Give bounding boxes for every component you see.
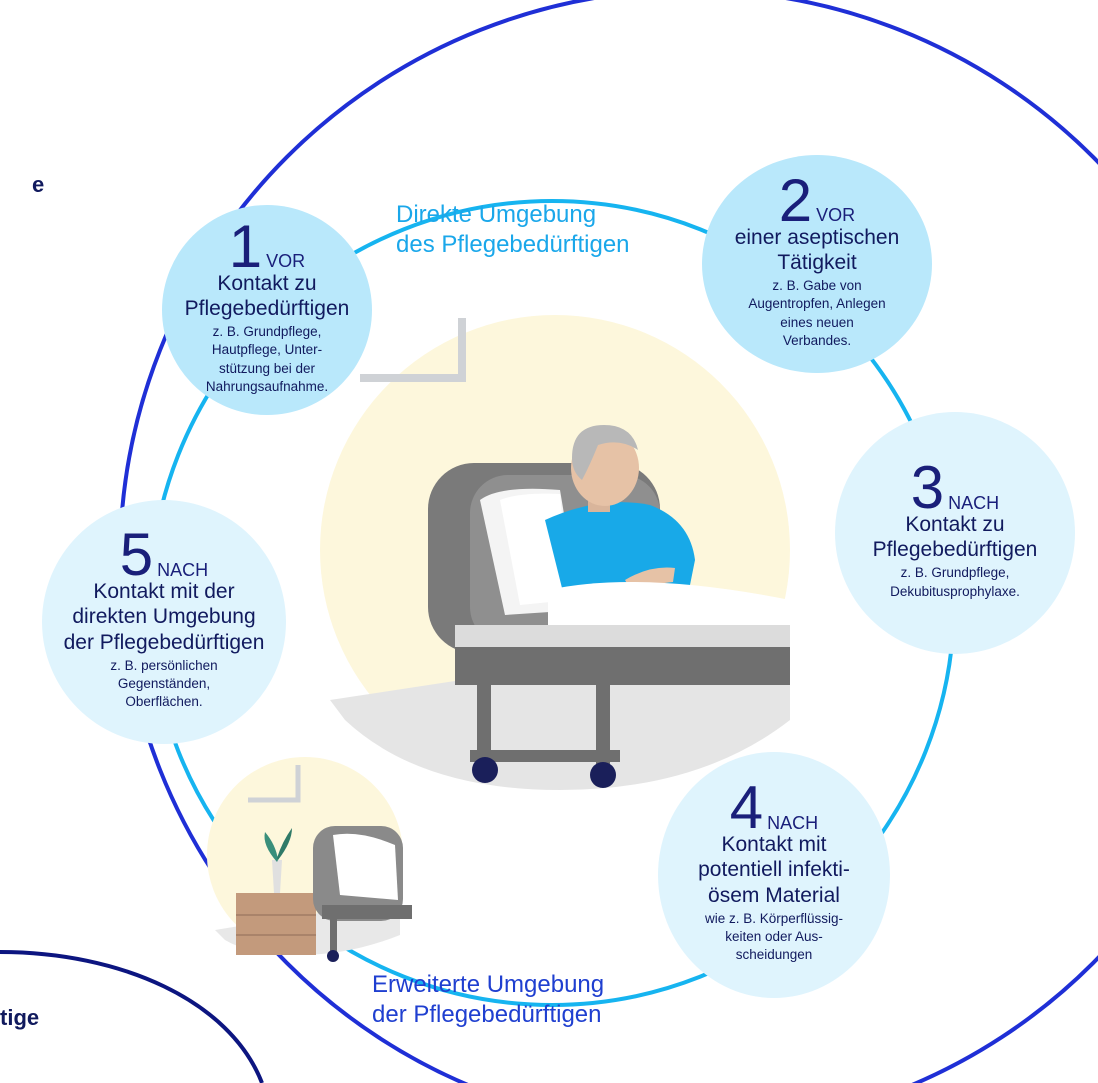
moment-3-keyword: NACH <box>948 492 1000 513</box>
moment-3-number: 3 <box>910 454 945 522</box>
moment-1-detail-2: Hautpflege, Unter- <box>211 342 323 358</box>
moment-2-title-1: einer aseptischen <box>734 225 900 249</box>
moment-4-title-1: Kontakt mit <box>721 833 827 857</box>
moment-3-title-1: Kontakt zu <box>905 512 1005 536</box>
inner-zone-label: Direkte Umgebung des Pflegebedürftigen <box>396 200 630 260</box>
moment-2-detail-1: z. B. Gabe von <box>772 278 862 294</box>
moment-4-title-2: potentiell infekti- <box>698 858 850 882</box>
outer-zone-label-line1: Erweiterte Umgebung <box>372 971 605 998</box>
left-partial-arc <box>0 950 264 1083</box>
moment-5-title-3: der Pflegebedürftigen <box>63 630 265 654</box>
moment-1-detail-4: Nahrungsaufnahme. <box>205 378 329 394</box>
inner-zone-label-line2: des Pflegebedürftigen <box>396 231 630 258</box>
left-fragment-bottom: tige <box>0 1005 40 1030</box>
moment-4-title-3: ösem Material <box>708 883 840 907</box>
moment-3-title-2: Pflegebedürftigen <box>872 538 1038 562</box>
room-illustration <box>207 757 412 962</box>
moment-5-title-2: direkten Umgebung <box>72 605 256 629</box>
moment-2-detail-4: Verbandes. <box>782 332 852 348</box>
moment-1-detail-1: z. B. Grundpflege, <box>212 324 322 340</box>
moment-5-detail-1: z. B. persönlichen <box>110 657 218 673</box>
moment-1-number: 1 <box>228 212 263 280</box>
moment-5-keyword: NACH <box>157 559 209 580</box>
moment-4-keyword: NACH <box>767 812 819 833</box>
moment-3-detail-1: z. B. Grundpflege, <box>900 565 1010 581</box>
moment-5-number: 5 <box>119 521 154 589</box>
patient-illustration <box>320 315 790 790</box>
moment-2-keyword: VOR <box>816 205 856 226</box>
moment-5-title-1: Kontakt mit der <box>93 580 235 604</box>
outer-zone-label: Erweiterte Umgebung der Pflegebedürftige… <box>372 970 604 1030</box>
moment-1-keyword: VOR <box>266 251 306 272</box>
moment-1-title-2: Pflegebedürftigen <box>184 296 350 320</box>
moment-4-detail-3: scheidungen <box>735 947 813 963</box>
moment-1-title-1: Kontakt zu <box>217 271 317 295</box>
left-fragment-top: e <box>32 172 45 197</box>
inner-zone-label-line1: Direkte Umgebung <box>396 201 597 228</box>
moment-2-title-2: Tätigkeit <box>777 250 857 274</box>
moment-2-detail-3: eines neuen <box>780 314 854 330</box>
moment-4-number: 4 <box>729 774 764 842</box>
moment-5-detail-2: Gegenständen, <box>117 676 211 692</box>
outer-zone-label-line2: der Pflegebedürftigen <box>372 1001 602 1028</box>
moment-1-detail-3: stützung bei der <box>218 360 316 376</box>
moment-3-detail-2: Dekubitusprophylaxe. <box>890 583 1020 599</box>
moment-5-detail-3: Oberflächen. <box>125 694 203 710</box>
moment-4-detail-2: keiten oder Aus- <box>725 929 823 945</box>
moment-4-detail-1: wie z. B. Körperflüssig- <box>704 910 844 926</box>
moment-2-number: 2 <box>778 166 813 234</box>
moment-2-detail-2: Augentropfen, Anlegen <box>748 296 886 312</box>
